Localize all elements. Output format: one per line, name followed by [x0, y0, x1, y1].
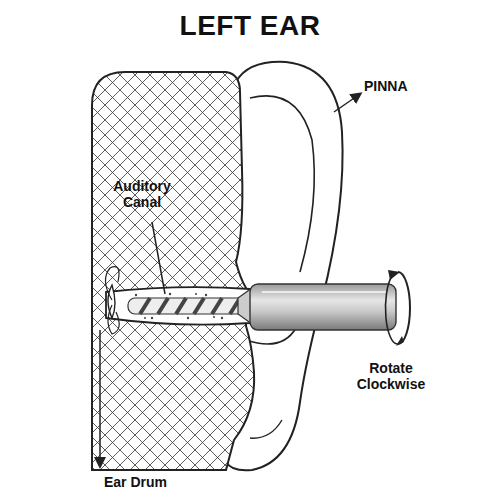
auditory-canal: [106, 287, 250, 325]
head-section: [92, 72, 254, 470]
canal-leader: [152, 222, 165, 294]
part-label: Ear Drum: [104, 474, 224, 490]
spiral-thread: [140, 298, 240, 314]
spiral-tip: [128, 298, 246, 314]
head-background: [92, 72, 254, 470]
handle-highlight: [262, 291, 386, 293]
part-label: Auditory Canal: [104, 178, 180, 210]
instruction-label: Rotate Clockwise: [348, 360, 434, 392]
wax-dots: [135, 293, 223, 319]
tool-handle: [250, 284, 396, 330]
rotation-arrowhead: [396, 336, 404, 346]
part-label: PINNA: [364, 78, 454, 94]
rotation-arc-back: [385, 276, 398, 344]
pinna-leader: [334, 94, 360, 112]
rotation-arrowhead: [388, 270, 400, 280]
lobe-fold: [250, 420, 282, 438]
diagram-title: LEFT EAR: [0, 10, 500, 42]
rotation-arc-front: [398, 272, 410, 344]
ear-drum-leader: [99, 330, 101, 466]
ossicles: [105, 267, 119, 334]
helix-fold: [250, 96, 314, 272]
